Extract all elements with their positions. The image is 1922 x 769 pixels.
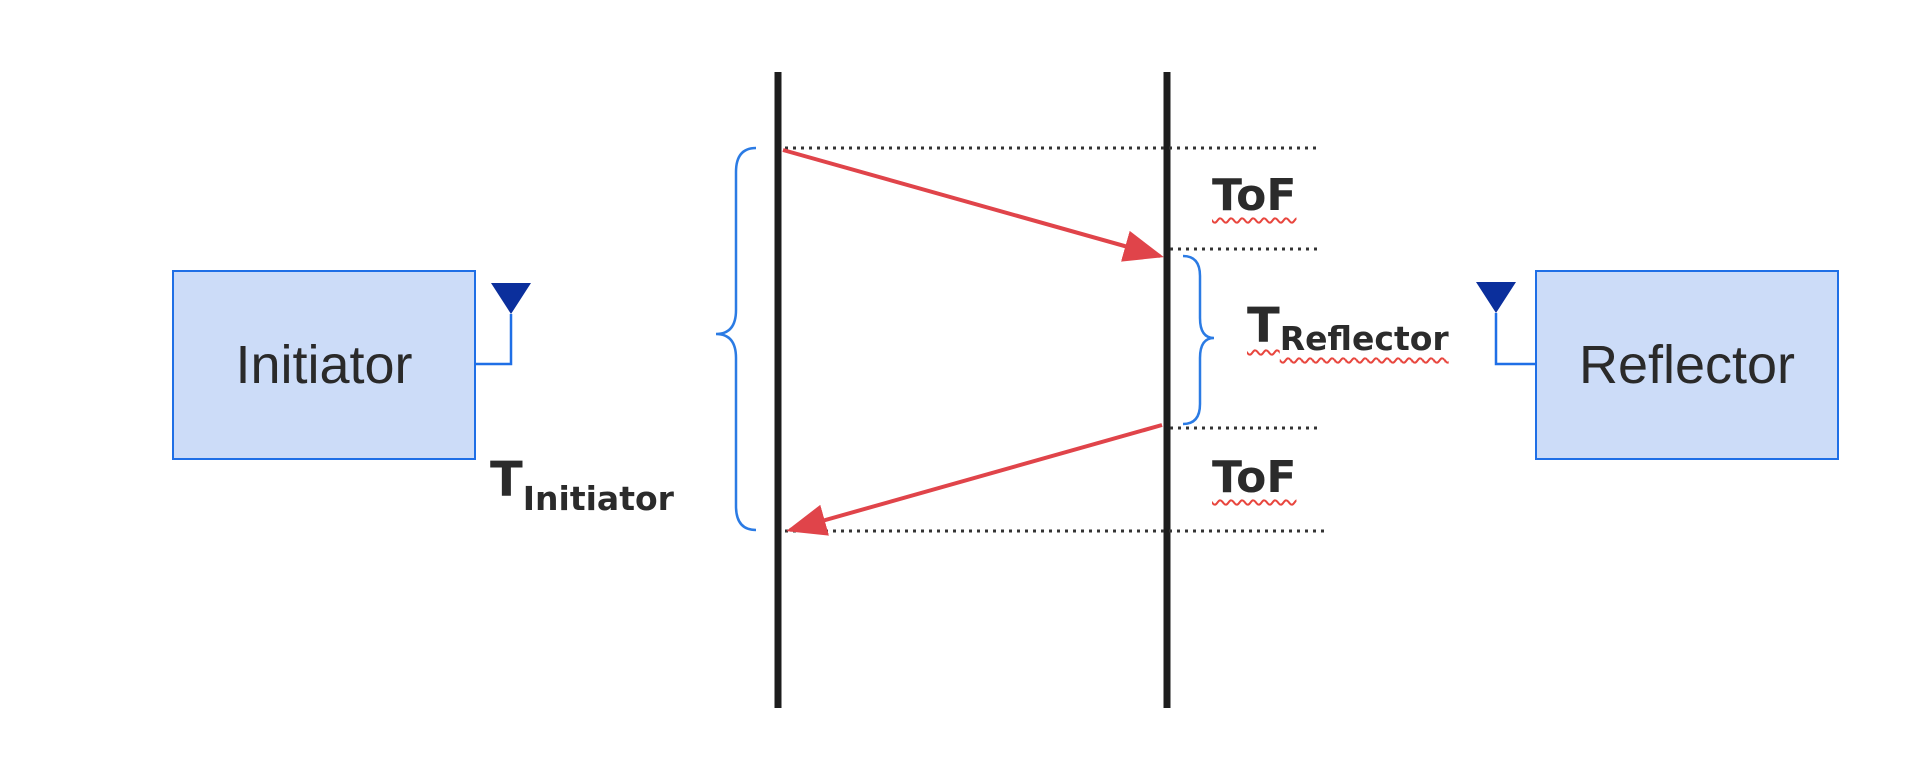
forward-signal-arrow [782, 148, 1164, 262]
reflector-label: Reflector [1578, 335, 1796, 395]
tof-label-bottom: ToF [1212, 452, 1297, 503]
initiator-box: Initiator [172, 270, 476, 460]
t-initiator-sub: Initiator [522, 479, 674, 518]
initiator-label: Initiator [235, 335, 413, 395]
t-initiator-label: TInitiator [490, 452, 674, 518]
return-signal-arrow [786, 423, 1163, 536]
t-reflector-main: T [1247, 298, 1280, 354]
reflector-brace [1182, 254, 1215, 426]
t-reflector-label: TReflector [1247, 298, 1449, 358]
antenna-icon [476, 283, 531, 366]
initiator-brace [715, 146, 757, 532]
tof-label-top: ToF [1212, 170, 1297, 221]
t-reflector-sub: Reflector [1279, 319, 1449, 358]
antenna-icon [1476, 282, 1535, 366]
reflector-box: Reflector [1535, 270, 1839, 460]
t-initiator-main: T [490, 452, 523, 508]
